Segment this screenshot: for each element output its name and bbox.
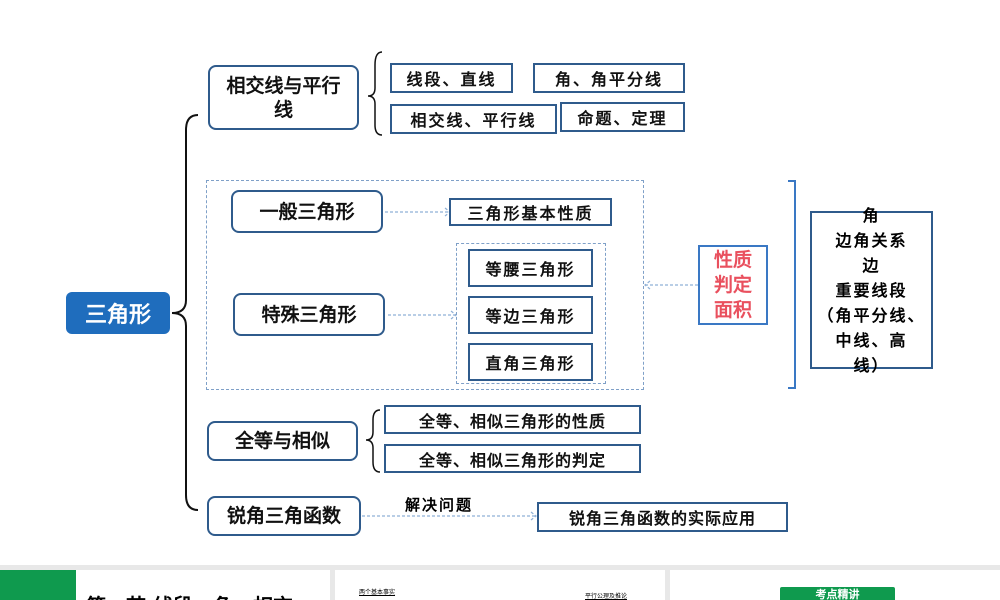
leaf-congruent-determination: 全等、相似三角形的判定 [384,444,641,473]
node-congruent-similar: 全等与相似 [207,421,358,461]
thumbnail-1[interactable]: 第一节 线段、角、相交 [0,570,330,600]
thumbnail-2[interactable]: 两个基本事实 平行公理及推论 [335,570,665,600]
intersect-brace [367,51,383,136]
leaf-right-triangle: 直角三角形 [468,343,593,381]
leaf-intersect-parallel-lines: 相交线、平行线 [390,104,557,134]
node-intersect-parallel: 相交线与平行 线 [208,65,359,130]
summary-line: 重要线段 [835,280,908,300]
thumb-green-block [0,570,76,600]
leaf-triangle-basic-properties: 三角形基本性质 [449,198,612,226]
leaf-angle-bisector: 角、角平分线 [533,63,685,93]
text-area: 面积 [713,298,752,321]
summary-line: 角 [862,205,881,225]
leaf-congruent-properties: 全等、相似三角形的性质 [384,405,641,434]
thumb-badge: 考点精讲 [780,587,895,600]
special-group [456,243,606,384]
node-general-triangle: 一般三角形 [231,190,383,233]
arrow-trig [362,511,537,521]
leaf-isosceles: 等腰三角形 [468,249,593,287]
congruent-brace [365,409,381,473]
connector-label: 解决问题 [405,496,474,514]
main-brace [171,114,199,511]
leaf-segment-line: 线段、直线 [390,63,513,93]
arrow-properties [644,280,698,290]
summary-bracket [788,180,796,389]
thumbnail-3[interactable]: 考点精讲 [670,570,1000,600]
properties-box: 性质 判定 面积 [698,245,768,325]
leaf-equilateral: 等边三角形 [468,296,593,334]
node-trig: 锐角三角函数 [207,496,361,536]
summary-line: 边角关系 [835,230,908,250]
leaf-proposition-theorem: 命题、定理 [560,102,685,132]
triangle-group [206,180,644,390]
node-special-triangle: 特殊三角形 [233,293,385,336]
thumb-text-a: 两个基本事实 [359,589,396,596]
summary-line: （角平分线、 [817,305,926,325]
leaf-trig-application: 锐角三角函数的实际应用 [537,502,788,532]
summary-line: 线） [853,355,890,375]
text-properties: 性质 [713,248,752,271]
text-determination: 判定 [713,273,752,296]
summary-box: 角 边角关系 边 重要线段 （角平分线、 中线、高 线） [810,206,933,375]
summary-line: 中线、高 [835,330,908,350]
summary-line: 边 [862,255,881,275]
thumb-text-b: 平行公理及推论 [585,593,628,600]
thumb-title: 第一节 线段、角、相交 [86,590,293,600]
root-node: 三角形 [66,292,170,334]
